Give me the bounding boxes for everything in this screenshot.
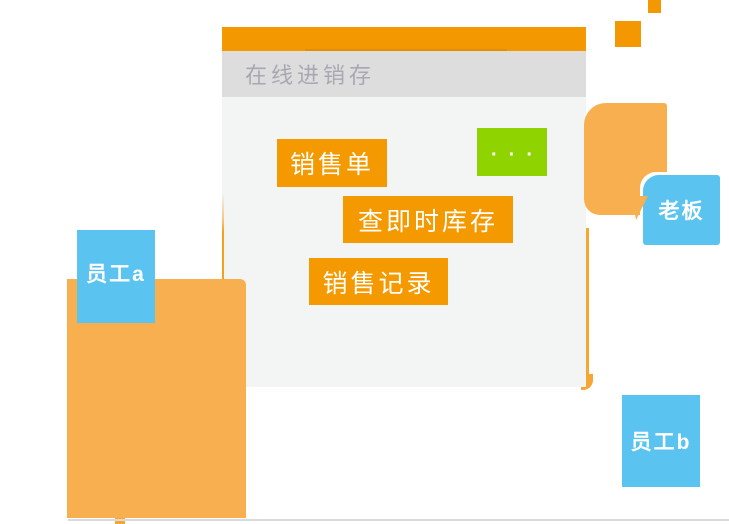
employee-a-label: 员工a [77,230,155,323]
bottom-divider-line [68,519,729,521]
panel-frame-left-accent [222,192,224,280]
sales-record-button[interactable]: 销售记录 [309,258,448,305]
app-header-bar [222,27,586,51]
sales-order-button[interactable]: 销售单 [277,139,387,187]
typing-dots-bubble[interactable]: ··· [477,128,547,176]
boss-label: 老板 [643,175,720,245]
boss-figure-arrow [632,196,648,220]
deco-square-large [615,21,641,47]
app-titlebar: 在线进销存 [222,51,586,97]
employee-b-label: 员工b [622,395,700,487]
employee-a-figure-foot [115,518,125,524]
panel-frame-right-accent [586,228,589,384]
app-title: 在线进销存 [245,63,376,88]
deco-square-small [648,0,661,13]
check-stock-button[interactable]: 查即时库存 [343,196,513,243]
